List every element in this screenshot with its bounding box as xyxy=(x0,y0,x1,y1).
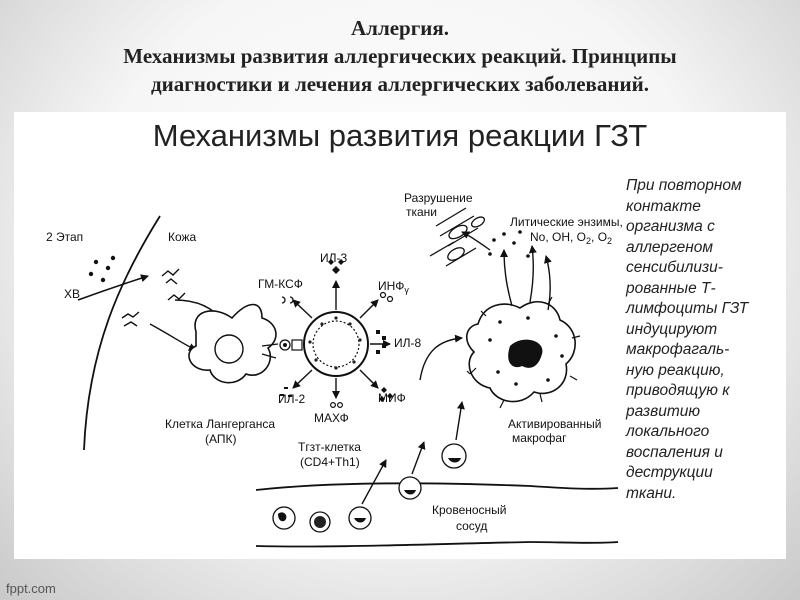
label-inf-main: ИНФ xyxy=(378,279,404,293)
label-il8: ИЛ-8 xyxy=(394,336,421,350)
destroyed-tissue xyxy=(430,208,486,266)
label-enzymes-1: Литические энзимы, xyxy=(510,215,623,229)
label-inf: ИНФγ xyxy=(378,279,409,295)
label-stage: 2 Этап xyxy=(46,230,83,244)
explanation-note: При повторном контакте организма с аллер… xyxy=(626,176,788,504)
label-il3: ИЛ-3 xyxy=(320,251,347,265)
langerhans-cell xyxy=(189,305,278,383)
label-langerhans-1: Клетка Лангерганса xyxy=(165,417,275,431)
antigen-fragments xyxy=(122,269,185,326)
label-maxf: МАХФ xyxy=(314,411,349,425)
enzyme-dots xyxy=(488,230,530,258)
label-enzymes-2: No, OH, O2, O2 xyxy=(530,230,612,246)
label-skin: Кожа xyxy=(168,230,197,244)
label-enzymes-o2: O xyxy=(598,230,607,244)
watermark: fppt.com xyxy=(6,581,56,596)
activated-macrophage xyxy=(467,297,580,408)
label-tissue-1: Разрушение xyxy=(404,191,473,205)
label-xb: ХВ xyxy=(64,287,80,301)
label-tissue-2: ткани xyxy=(406,205,437,219)
label-tcell-2: (CD4+Th1) xyxy=(300,455,360,469)
label-enzymes-main: No, OH, O xyxy=(530,230,586,244)
label-langerhans-2: (АПК) xyxy=(205,432,236,446)
t-cell xyxy=(304,312,368,376)
label-vessel-1: Кровеносный xyxy=(432,503,507,517)
antigen-entry-arrow xyxy=(78,276,148,300)
label-vessel-2: сосуд xyxy=(456,519,487,533)
label-inf-sub: γ xyxy=(404,285,409,295)
tcell-to-macrophage-arrow xyxy=(420,338,462,380)
antigen-dots xyxy=(89,256,115,282)
label-mif: МИФ xyxy=(378,391,406,405)
label-macrophage-2: макрофаг xyxy=(512,431,567,445)
label-il2: ИЛ-2 xyxy=(278,392,305,406)
label-enzymes-sub-2: 2 xyxy=(607,236,612,246)
label-macrophage-1: Активированный xyxy=(508,417,602,431)
contact-complex xyxy=(280,340,302,350)
label-tcell-1: Тгзт-клетка xyxy=(298,440,361,454)
skin-boundary xyxy=(84,216,160,450)
label-gmcsf: ГМ-КСФ xyxy=(258,277,303,291)
